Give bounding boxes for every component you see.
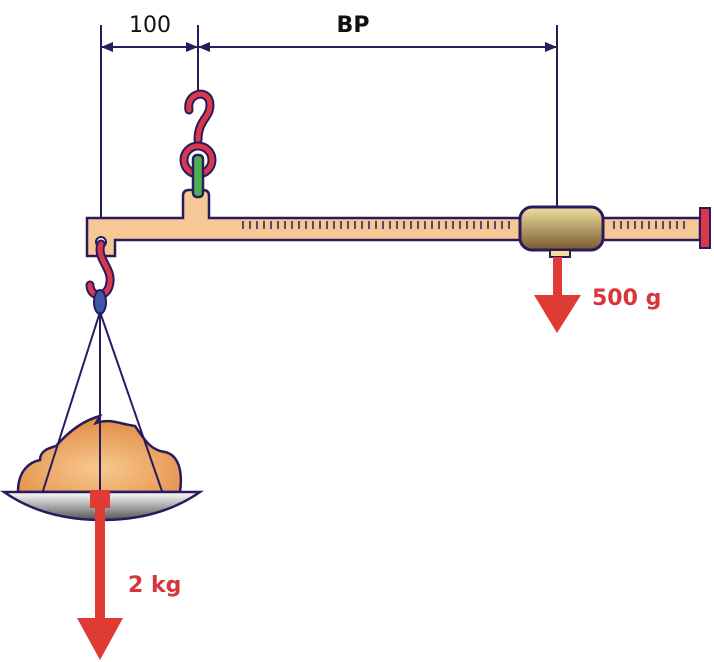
load-force-arrow (77, 490, 123, 660)
pan-strings (41, 311, 164, 495)
counterweight-force-arrow (534, 257, 581, 333)
short-arm-label: 100 (129, 13, 171, 38)
beam (85, 188, 702, 258)
beam-end-cap (699, 207, 711, 249)
counterweight-label: 500 g (592, 286, 661, 311)
load-hook-icon (85, 239, 115, 315)
dimension-lines (100, 25, 558, 228)
load-label: 2 kg (128, 573, 181, 598)
long-arm-label: BP (337, 13, 370, 38)
counterweight (518, 205, 605, 258)
link-bar (191, 153, 205, 199)
beam-scale-ticks (242, 221, 685, 229)
